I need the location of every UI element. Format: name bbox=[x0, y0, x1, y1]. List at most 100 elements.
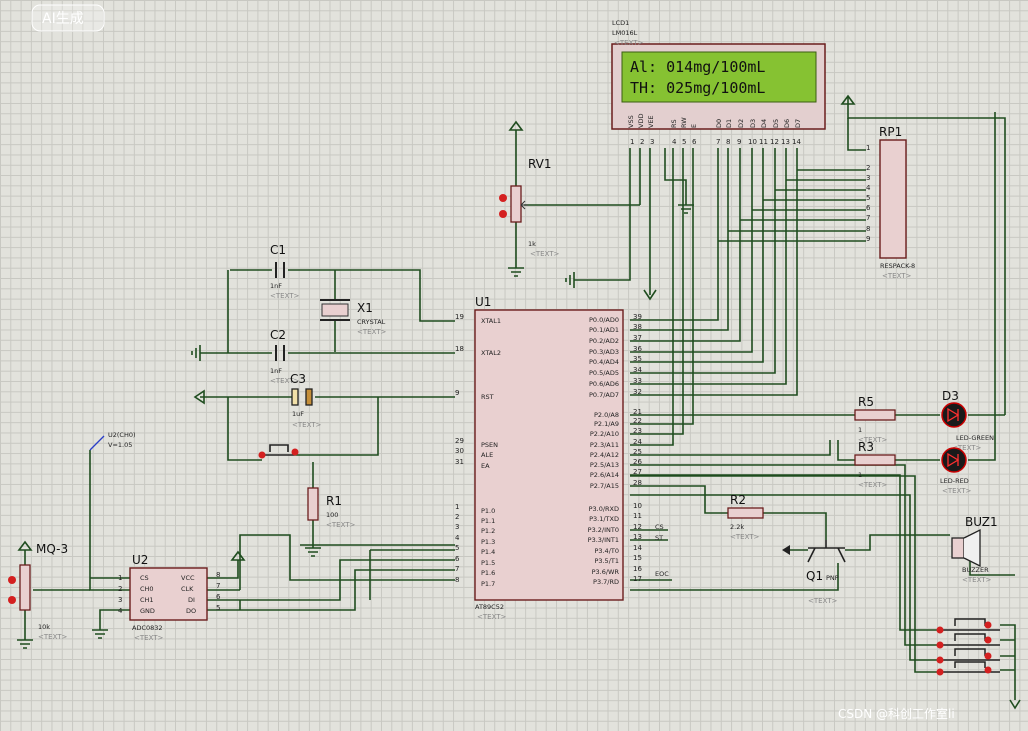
c1-value: 1nF bbox=[270, 282, 282, 290]
lcd-pin-rw: RW bbox=[680, 117, 688, 128]
led-red-icon bbox=[941, 447, 967, 473]
r5-text: <TEXT> bbox=[858, 436, 888, 444]
rp1-text: <TEXT> bbox=[882, 272, 912, 280]
u1-pin-num-35: 35 bbox=[633, 355, 642, 363]
u1-pin-num-8: 8 bbox=[455, 576, 459, 584]
rp1-pin-6: 6 bbox=[866, 204, 871, 212]
u1-pin-num-1: 1 bbox=[455, 503, 459, 511]
u2-body bbox=[129, 567, 208, 621]
net-label-st: ST bbox=[655, 534, 663, 542]
lcd-pin-vee: VEE bbox=[647, 115, 655, 128]
x1-component[interactable]: X1 CRYSTAL <TEXT> bbox=[320, 299, 387, 336]
c3-ref: C3 bbox=[290, 372, 306, 386]
diode-symbol-icon bbox=[947, 452, 960, 468]
u1-pin-num-33: 33 bbox=[633, 377, 642, 385]
r1-component[interactable]: R1 100 <TEXT> bbox=[307, 487, 356, 529]
u1-pin-num-19: 19 bbox=[455, 313, 464, 321]
u1-pin-num-32: 32 bbox=[633, 388, 642, 396]
u2-pin-do: DO bbox=[186, 607, 196, 615]
u2-pin-num: 1 bbox=[118, 574, 122, 582]
lcd-pin-num-7: 7 bbox=[716, 138, 720, 146]
u1-part: AT89C52 bbox=[475, 603, 504, 611]
u1-body bbox=[474, 309, 624, 601]
u1-pin-num-37: 37 bbox=[633, 334, 642, 342]
u1-pin-num-4: 4 bbox=[455, 534, 460, 542]
buzzer-buz1[interactable]: BUZ1 BUZZER <TEXT> bbox=[951, 515, 998, 584]
rv1-text: <TEXT> bbox=[530, 250, 560, 258]
u2-pin-num: 7 bbox=[216, 582, 220, 590]
u1-pin-label-ale: ALE bbox=[481, 451, 493, 459]
u1-pin-label-p0-5-ad5: P0.5/AD5 bbox=[589, 369, 619, 377]
q1-ref: Q1 bbox=[806, 569, 823, 583]
r2-value: 2.2k bbox=[730, 523, 744, 531]
lcd-pin-num-5: 5 bbox=[682, 138, 686, 146]
c1-component[interactable]: C1 1nF <TEXT> bbox=[270, 243, 300, 300]
u1-pin-label-p2-4-a12: P2.4/A12 bbox=[590, 451, 619, 459]
lcd-pin-num-11: 11 bbox=[759, 138, 768, 146]
lcd-pin-d4: D4 bbox=[760, 119, 768, 128]
r3-component[interactable]: R3 1 <TEXT> bbox=[854, 440, 896, 489]
vcc-arrow-icon bbox=[840, 94, 856, 105]
r1-value: 100 bbox=[326, 511, 338, 519]
rv1-terminal-down-icon[interactable] bbox=[499, 210, 507, 218]
rv1-component[interactable]: RV1 1k <TEXT> bbox=[499, 157, 560, 258]
c3-component[interactable]: C3 1uF <TEXT> bbox=[290, 372, 322, 429]
q1-arrow-icon bbox=[782, 545, 790, 555]
r5-ref: R5 bbox=[858, 395, 874, 409]
u1-pin-num-28: 28 bbox=[633, 479, 642, 487]
led-red[interactable]: LED-RED <TEXT> bbox=[940, 447, 972, 495]
power-symbols bbox=[17, 94, 1021, 710]
voltage-probe[interactable]: U2(CH0) V=1.05 bbox=[89, 431, 136, 451]
u2-pin-gnd: GND bbox=[140, 607, 155, 615]
key-3[interactable] bbox=[936, 648, 1001, 664]
lcd-pin-labels: VSS VDD VEE RS RW E D0 D1 D2 D3 D4 D5 D6… bbox=[627, 114, 802, 128]
buzzer-icon bbox=[963, 528, 981, 568]
rp1-pin-5: 5 bbox=[866, 194, 870, 202]
c2-component[interactable]: C2 1nF <TEXT> bbox=[270, 328, 300, 385]
rp1-pin-3: 3 bbox=[866, 174, 870, 182]
q1-component[interactable]: Q1 PNP <TEXT> bbox=[782, 540, 846, 605]
rp1-body bbox=[879, 139, 907, 259]
u1-pin-label-p1-4: P1.4 bbox=[481, 548, 495, 556]
lcd-component[interactable]: Al: 014mg/100mL TH: 025mg/100mL LCD1 LM0… bbox=[611, 19, 826, 146]
x1-value: CRYSTAL bbox=[357, 318, 386, 326]
key-2[interactable] bbox=[936, 633, 1001, 649]
net-label-eoc: EOC bbox=[655, 570, 669, 578]
c3-plate-pos bbox=[291, 388, 299, 406]
led-green-d3[interactable]: D3 LED-GREEN <TEXT> bbox=[941, 389, 994, 452]
mq3-body bbox=[19, 564, 31, 611]
lcd-pin-d5: D5 bbox=[772, 119, 780, 128]
d3-value: LED-GREEN bbox=[956, 434, 994, 442]
lcd-pin-num-2: 2 bbox=[640, 138, 644, 146]
watermark-frame bbox=[31, 4, 105, 32]
ai-watermark-badge: AI生成 bbox=[31, 4, 105, 32]
u1-right-pins: 39P0.0/AD038P0.1/AD137P0.2/AD236P0.3/AD3… bbox=[588, 313, 643, 586]
u1-pin-label-p3-3-int1: P3.3/INT1 bbox=[588, 536, 619, 544]
adc-u2[interactable]: U2 ADC0832 <TEXT> CS CH0 CH1 GND VCC CLK… bbox=[118, 553, 221, 642]
rp1-component[interactable]: RP1 RESPACK-8 <TEXT> 1 2 3 4 5 6 7 8 9 bbox=[866, 125, 915, 280]
rv1-terminal-up-icon[interactable] bbox=[499, 194, 507, 202]
r2-component[interactable]: R2 2.2k <TEXT> bbox=[727, 493, 764, 541]
u1-pin-label-p3-6-wr: P3.6/WR bbox=[592, 568, 620, 576]
r5-component[interactable]: R5 1 <TEXT> bbox=[854, 395, 896, 444]
reset-button[interactable] bbox=[258, 444, 299, 459]
net-labels: CS ST EOC bbox=[655, 523, 669, 578]
c2-ref: C2 bbox=[270, 328, 286, 342]
rp1-pin-7: 7 bbox=[866, 214, 870, 222]
key-terminal-icon bbox=[984, 652, 992, 660]
u1-pin-label-p3-5-t1: P3.5/T1 bbox=[594, 557, 619, 565]
mq3-component[interactable]: MQ-3 10k <TEXT> bbox=[8, 542, 68, 641]
u1-pin-num-39: 39 bbox=[633, 313, 642, 321]
key-contact bbox=[940, 633, 1000, 646]
key-4[interactable] bbox=[936, 661, 1001, 676]
mq3-terminal-icon[interactable] bbox=[8, 576, 16, 584]
u1-pin-label-p1-3: P1.3 bbox=[481, 538, 495, 546]
key-1[interactable] bbox=[936, 618, 1001, 634]
u1-pin-num-21: 21 bbox=[633, 408, 642, 416]
mq3-terminal-icon[interactable] bbox=[8, 596, 16, 604]
u1-pin-num-36: 36 bbox=[633, 345, 642, 353]
r2-ref: R2 bbox=[730, 493, 746, 507]
push-buttons[interactable] bbox=[936, 618, 1001, 676]
c2-text: <TEXT> bbox=[270, 377, 300, 385]
